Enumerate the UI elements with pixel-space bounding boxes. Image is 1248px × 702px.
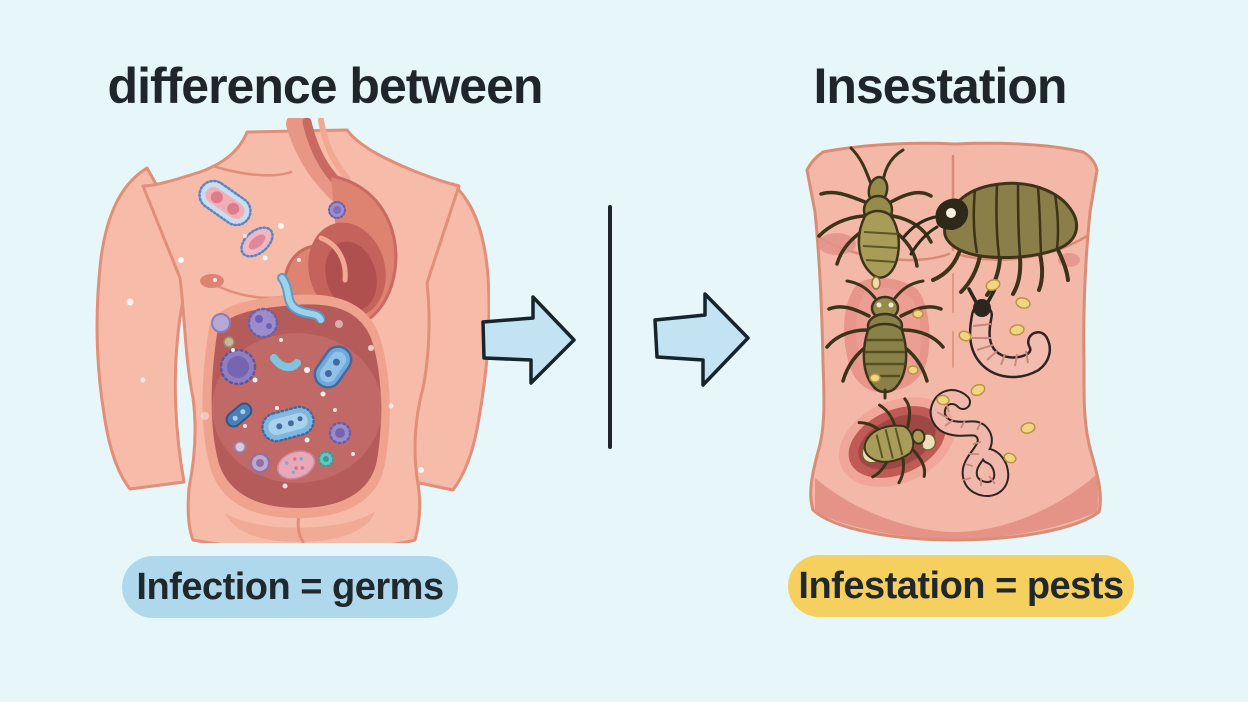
- ring-cell: [233, 440, 247, 454]
- big-purple-virus: [219, 348, 257, 386]
- middle-connector: [481, 205, 750, 449]
- infestation-label-pill: Infestation = pests: [788, 555, 1134, 617]
- purple-virus: [247, 307, 279, 339]
- arrow-right-icon: [653, 292, 750, 387]
- spotted-capsule-bacterium: [313, 345, 353, 389]
- tick-in-lesion: [838, 397, 956, 487]
- big-blue-bacterium: [261, 405, 315, 443]
- bedbug-isopod: [901, 181, 1079, 297]
- infection-torso-illustration: [95, 118, 490, 543]
- infestation-torso-illustration: [805, 141, 1102, 542]
- rod-bacterium: [225, 402, 253, 428]
- small-virus: [328, 201, 346, 219]
- purple-cell: [250, 453, 270, 473]
- arrow-right-icon: [481, 295, 576, 385]
- spiky-virus-small: [328, 421, 352, 445]
- eggs: [869, 278, 1036, 464]
- infection-label-pill: Infection = germs: [122, 556, 458, 618]
- teal-virus: [318, 451, 334, 467]
- title-right: Insestation: [813, 58, 1068, 114]
- spiky-bacterium: [240, 226, 274, 258]
- germs: [198, 179, 353, 480]
- sparkles: [126, 223, 424, 489]
- worm: [929, 389, 1010, 497]
- esophagus-and-stomach: [282, 118, 398, 333]
- lavender-cell: [211, 313, 231, 333]
- larva: [967, 287, 1052, 379]
- curved-bacterium: [270, 354, 301, 372]
- tiny-cell: [223, 336, 235, 348]
- speckled-cluster: [276, 450, 316, 480]
- spiral-bacterium: [277, 273, 326, 325]
- capsule-bacterium: [198, 179, 252, 227]
- title-left: difference between: [107, 58, 544, 114]
- louse: [817, 146, 933, 290]
- nipple: [200, 274, 224, 288]
